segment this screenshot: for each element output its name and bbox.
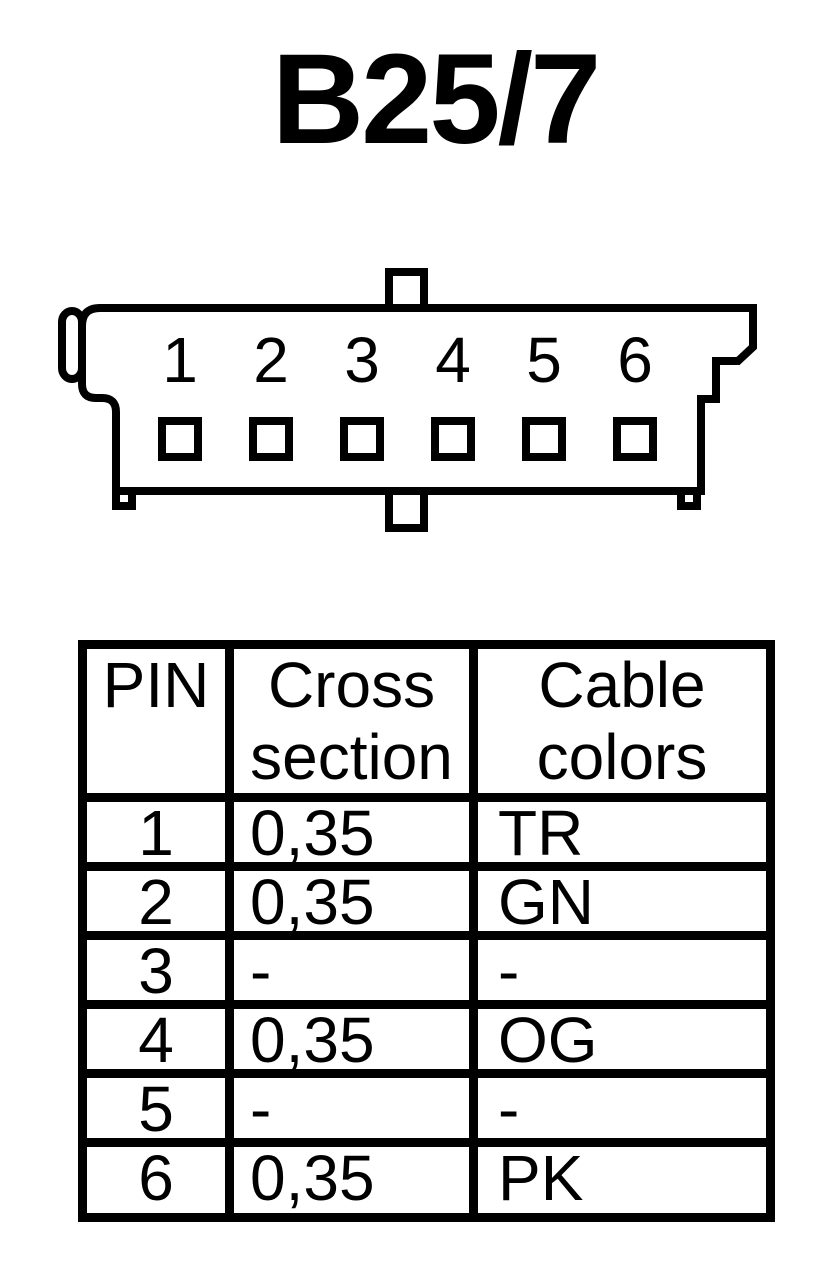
pin-number-label-1: 1 — [162, 324, 198, 396]
pin-cell: 2 — [78, 862, 234, 940]
table-row: 1 0,35 TR — [78, 793, 775, 871]
table-row: 3 - - — [78, 931, 775, 1009]
pin-number-label-4: 4 — [435, 324, 471, 396]
table-row: 4 0,35 OG — [78, 1000, 775, 1078]
pin-number-label-5: 5 — [526, 324, 562, 396]
cable-color-cell: - — [469, 1069, 775, 1147]
cross-section-cell: - — [225, 931, 478, 1009]
pin-cell: 5 — [78, 1069, 234, 1147]
page-title: B25/7 — [271, 28, 602, 171]
table-row: 2 0,35 GN — [78, 862, 775, 940]
cross-section-cell: - — [225, 1069, 478, 1147]
pin-cell: 4 — [78, 1000, 234, 1078]
connector-right-foot — [677, 487, 701, 510]
pin-number-label-3: 3 — [344, 324, 380, 396]
pin-slot-2 — [249, 417, 293, 461]
pin-slot-5 — [522, 417, 566, 461]
pinout-table-container: PIN Cross section Cable colors 1 0,35 TR… — [78, 640, 775, 1222]
pin-cell: 3 — [78, 931, 234, 1009]
table-header-row: PIN Cross section Cable colors — [78, 640, 775, 802]
header-cable-colors: Cable colors — [469, 640, 775, 802]
header-cable-colors-line2: colors — [536, 721, 708, 793]
header-cross-section: Cross section — [225, 640, 478, 802]
header-pin: PIN — [78, 640, 234, 802]
pin-slot-4 — [431, 417, 475, 461]
cable-color-cell: TR — [469, 793, 775, 871]
pin-slot-6 — [613, 417, 657, 461]
pin-slot-1 — [158, 417, 202, 461]
header-pin-line1: PIN — [102, 649, 210, 721]
cable-color-cell: GN — [469, 862, 775, 940]
cross-section-cell: 0,35 — [225, 1000, 478, 1078]
cable-color-cell: PK — [469, 1138, 775, 1222]
pin-number-label-2: 2 — [253, 324, 289, 396]
cross-section-cell: 0,35 — [225, 1138, 478, 1222]
header-cross-section-line2: section — [250, 721, 453, 793]
pin-number-label-6: 6 — [617, 324, 653, 396]
pin-slot-3 — [340, 417, 384, 461]
table-row: 5 - - — [78, 1069, 775, 1147]
cross-section-cell: 0,35 — [225, 793, 478, 871]
header-cross-section-line1: Cross — [267, 649, 436, 721]
pin-cell: 6 — [78, 1138, 234, 1222]
pin-cell: 1 — [78, 793, 234, 871]
cable-color-cell: OG — [469, 1000, 775, 1078]
table-row: 6 0,35 PK — [78, 1138, 775, 1222]
cable-color-cell: - — [469, 931, 775, 1009]
pinout-table: PIN Cross section Cable colors 1 0,35 TR… — [78, 640, 775, 1222]
connector-left-foot — [112, 487, 136, 510]
header-cable-colors-line1: Cable — [538, 649, 706, 721]
cross-section-cell: 0,35 — [225, 862, 478, 940]
